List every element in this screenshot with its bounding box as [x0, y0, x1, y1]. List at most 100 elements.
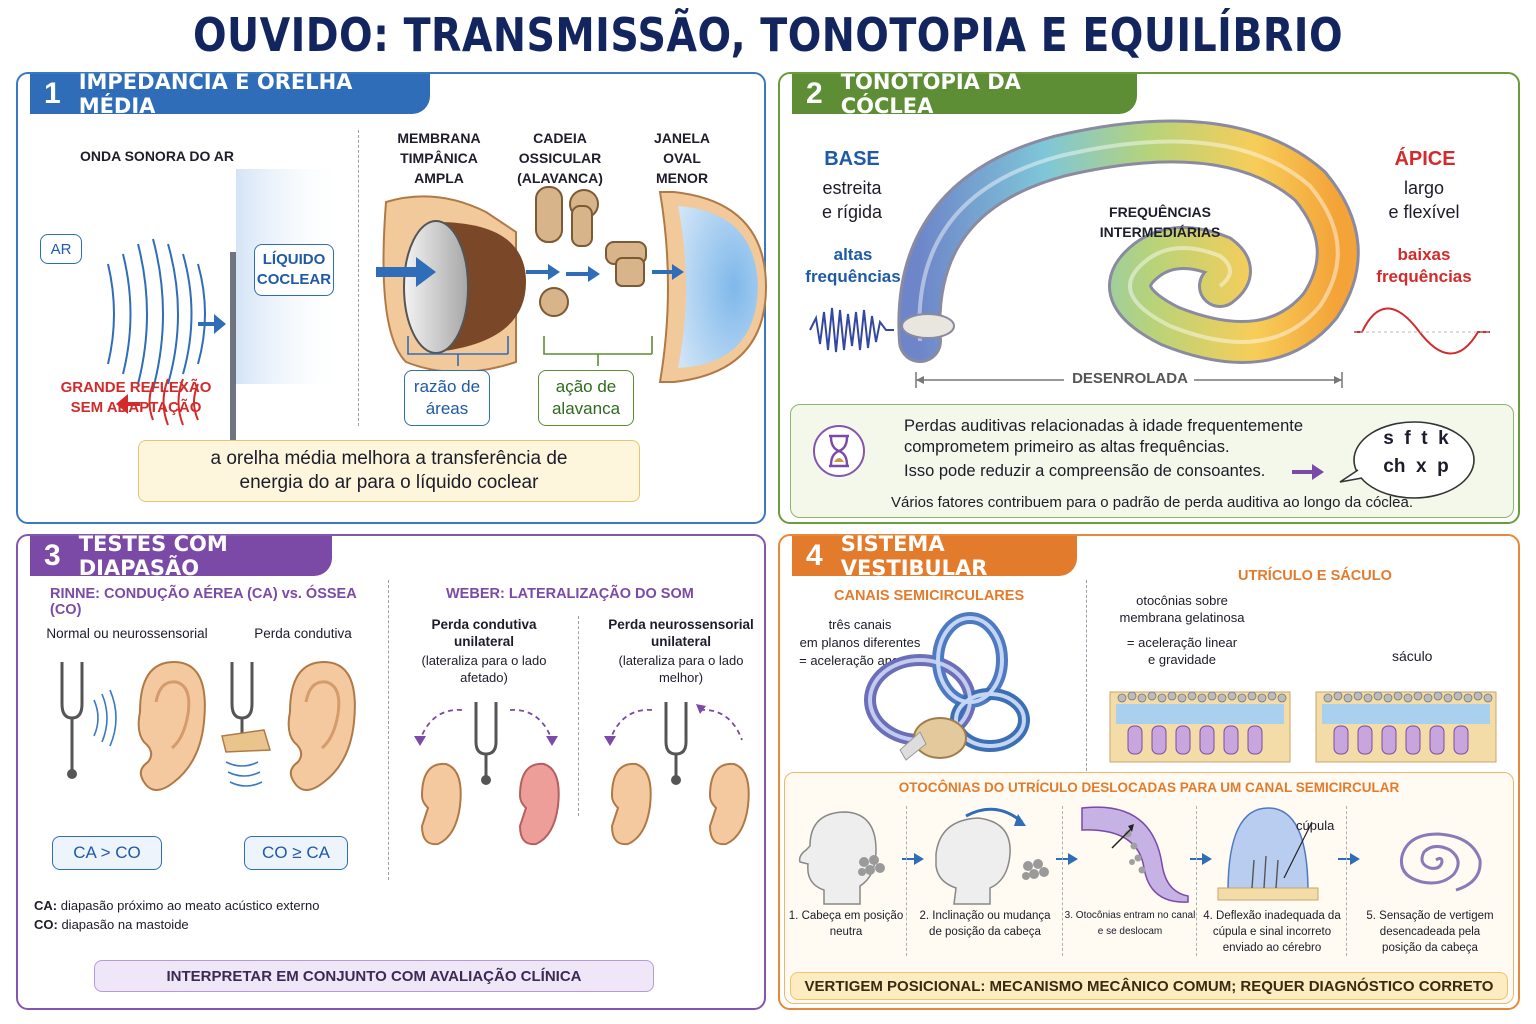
panel1-title: IMPEDÂNCIA E ORELHA MÉDIA	[78, 70, 353, 118]
panel3-number: 3	[44, 539, 61, 572]
legend-ca-key: CA:	[34, 898, 58, 913]
step2-tilted-head-icon	[935, 807, 1049, 905]
utricle-title: UTRÍCULO E SÁCULO	[1238, 568, 1392, 584]
area-lever-brackets	[407, 336, 653, 366]
arrow-right-icon	[1292, 464, 1324, 480]
tuning-fork-footer: INTERPRETAR EM CONJUNTO COM AVALIAÇÃO CL…	[94, 960, 654, 992]
weber-divider	[578, 616, 579, 816]
apex-description: largo e flexível	[1388, 178, 1460, 222]
step-divider-2	[1062, 806, 1063, 956]
cochlea-spiral-illustration	[897, 119, 1360, 364]
panel1-number: 1	[44, 77, 61, 110]
rinne-conductive-label: Perda condutiva	[254, 626, 352, 641]
panel3-title: TESTES COM DIAPASÃO	[78, 532, 228, 580]
oval-window-label: JANELA OVAL MENOR	[653, 130, 710, 186]
rinne-normal-ear-illustration	[60, 660, 206, 791]
intermediate-frequency-label: FREQUÊNCIAS INTERMEDIÁRIAS	[1099, 204, 1221, 240]
unrolled-label: DESENROLADA	[1072, 370, 1188, 387]
impedance-summary: a orelha média melhora a transferência d…	[138, 440, 640, 502]
step-divider-3	[1196, 806, 1197, 956]
rinne-conductive-result: CO ≥ CA	[244, 836, 348, 870]
low-frequency-wave-icon	[1354, 307, 1490, 355]
utricle-illustration	[1109, 691, 1291, 763]
area-ratio-label: razão de áreas	[404, 370, 490, 426]
panel4-number: 4	[806, 539, 823, 572]
vestibular-footer: VERTIGEM POSICIONAL: MECANISMO MECÂNICO …	[790, 972, 1508, 1000]
rinne-conductive-ear-illustration	[221, 660, 356, 791]
high-frequency-wave-icon	[809, 307, 894, 353]
cupula-label: cúpula	[1296, 818, 1335, 833]
step-divider-1	[906, 806, 907, 956]
panel-tuning-fork: 3 TESTES COM DIAPASÃO RINNE: CONDUÇÃO AÉ…	[16, 532, 766, 1010]
panel2-number: 2	[806, 77, 823, 110]
step1-head-icon	[798, 811, 885, 905]
panel2-title: TONOTOPIA DA CÓCLEA	[840, 70, 1021, 118]
unrolled-axis-line	[915, 372, 1343, 388]
consonant-impact-text: Isso pode reduzir a compreensão de conso…	[904, 462, 1266, 480]
panel4-title: SISTEMA VESTIBULAR	[840, 532, 988, 580]
otoconia-description: otocônias sobre membrana gelatinosa	[1119, 593, 1245, 625]
age-hearing-loss-text: Perdas auditivas relacionadas à idade fr…	[904, 417, 1304, 456]
consonants-row-1: s f t k	[1383, 428, 1449, 449]
step-5-caption: 5. Sensação de vertigem desencadeada pel…	[1366, 910, 1494, 954]
weber-conductive-sub: (lateraliza para o lado afetado)	[421, 653, 547, 685]
ossicle-chain-label: CADEIA OSSICULAR (ALAVANCA)	[517, 130, 603, 186]
weber-conductive-illustration	[414, 702, 560, 846]
panel4-tab: 4 SISTEMA VESTIBULAR	[792, 532, 1077, 580]
step-2-caption: 2. Inclinação ou mudança de posição da c…	[919, 910, 1051, 938]
step-4-caption: 4. Deflexão inadequada da cúpula e sinal…	[1203, 910, 1341, 954]
reflection-label: GRANDE REFLEXÃO SEM ADAPTAÇÃO	[60, 379, 212, 416]
rinne-normal-result: CA > CO	[52, 836, 162, 870]
legend-ca: CA: diapasão próximo ao meato acústico e…	[34, 896, 434, 915]
panel4-divider	[1086, 580, 1087, 776]
sequence-arrows	[902, 853, 1360, 865]
rinne-normal-label: Normal ou neurossensorial	[46, 626, 208, 641]
apex-label: ÁPICE	[1394, 148, 1456, 170]
panel1-tab: 1 IMPEDÂNCIA E ORELHA MÉDIA	[30, 70, 430, 118]
step3-canal-icon	[1081, 806, 1189, 903]
wave-label: ONDA SONORA DO AR	[80, 148, 234, 164]
lever-action-label: ação de alavanca	[538, 370, 634, 426]
step-3-caption: 3. Otocônias entram no canal e se desloc…	[1064, 910, 1196, 937]
weber-title: WEBER: LATERALIZAÇÃO DO SOM	[446, 586, 694, 602]
speech-bubble-icon	[1339, 421, 1475, 499]
saccule-label: sáculo	[1392, 648, 1433, 664]
panel-impedance: 1 IMPEDÂNCIA E ORELHA MÉDIA ONDA SONORA …	[16, 70, 768, 524]
step4-cupula-icon	[1217, 807, 1319, 901]
step-divider-4	[1346, 806, 1347, 956]
page-title: OUVIDO: TRANSMISSÃO, TONOTOPIA E EQUILÍB…	[192, 8, 1344, 62]
panel3-tab: 3 TESTES COM DIAPASÃO	[30, 532, 332, 580]
step-1-caption: 1. Cabeça em posição neutra	[788, 910, 904, 938]
legend-co-text: diapasão na mastoide	[57, 917, 189, 932]
bppv-sequence-title: OTOCÔNIAS DO UTRÍCULO DESLOCADAS PARA UM…	[898, 780, 1400, 795]
air-label: AR	[40, 234, 82, 264]
rinne-title: RINNE: CONDUÇÃO AÉREA (CA) vs. ÓSSEA (CO…	[50, 586, 357, 618]
panel-vestibular: 4 SISTEMA VESTIBULAR CANAIS SEMICIRCULAR…	[778, 532, 1520, 1010]
legend-co-key: CO:	[34, 917, 58, 932]
weber-neuro-sub: (lateraliza para o lado melhor)	[618, 653, 744, 685]
weber-neuro-label: Perda neurossensorial unilateral	[608, 617, 754, 649]
middle-ear-illustration	[376, 186, 768, 383]
panel2-tab: 2 TONOTOPIA DA CÓCLEA	[792, 70, 1137, 118]
low-frequency-label: baixas frequências	[1376, 245, 1472, 286]
legend-ca-text: diapasão próximo ao meato acústico exter…	[57, 898, 320, 913]
tonotopy-footer: Vários fatores contribuem para o padrão …	[890, 494, 1413, 511]
saccule-illustration	[1315, 691, 1497, 763]
base-label: BASE	[824, 148, 880, 170]
fluid-label: LÍQUIDO COCLEAR	[254, 244, 334, 296]
panel1-divider	[358, 130, 359, 426]
vertigo-spiral-icon	[1399, 832, 1482, 892]
canals-title: CANAIS SEMICIRCULARES	[834, 588, 1025, 604]
hourglass-icon	[813, 425, 865, 477]
bppv-sequence-box	[784, 772, 1514, 1004]
semicircular-canals-illustration	[864, 612, 1030, 761]
legend-co: CO: diapasão na mastoide	[34, 915, 434, 934]
consonants-row-2: ch x p	[1383, 456, 1449, 477]
otoconia-equation: = aceleração linear e gravidade	[1126, 635, 1238, 667]
panel-tonotopy: 2 TONOTOPIA DA CÓCLEA BASE estreita e rí…	[778, 70, 1520, 524]
membrane-label: MEMBRANA TIMPÂNICA AMPLA	[397, 130, 481, 186]
weber-conductive-label: Perda condutiva unilateral	[431, 617, 537, 649]
weber-neuro-illustration	[604, 702, 750, 846]
high-frequency-label: altas frequências	[805, 245, 901, 286]
panel3-divider	[388, 580, 389, 880]
